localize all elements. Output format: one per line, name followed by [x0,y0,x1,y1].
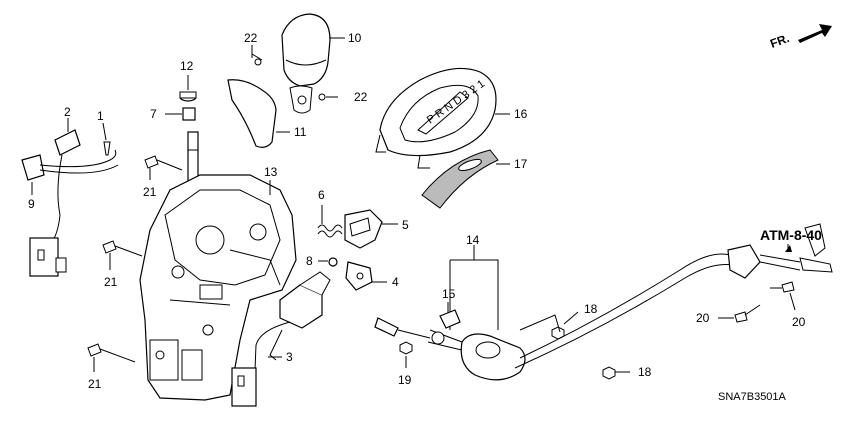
atm-reference-label: ATM-8-40 [760,227,822,243]
fr-label: FR. [768,31,791,51]
diagram-code: SNA7B3501A [718,391,787,403]
callout-5: 5 [402,218,409,232]
callout-18b: 18 [638,365,652,379]
part-6-spring [317,205,343,238]
harness-left [29,149,119,277]
part-19-nut [399,341,413,368]
part-3-solenoid [231,271,331,407]
callout-12: 12 [180,59,194,73]
callout-20b: 20 [792,315,806,329]
callout-2: 2 [64,105,71,119]
part-16-indicator-panel: P R N D 3 2 1 [375,67,510,169]
part-8-washer [318,257,338,267]
callout-1: 1 [97,109,104,123]
callout-18a: 18 [584,302,598,316]
part-13-shifter-housing [139,174,297,401]
callout-4: 4 [392,275,399,289]
front-direction-indicator: FR. [768,24,832,51]
part-2-sensor [54,118,81,156]
callout-13: 13 [264,165,278,179]
part-14-shift-cable [374,223,833,381]
callout-11: 11 [294,125,307,139]
callout-15: 15 [442,287,456,301]
callout-20a: 20 [696,311,710,325]
part-10-shift-knob [281,13,345,114]
callout-8: 8 [306,254,313,268]
callout-21a: 21 [143,185,157,199]
callout-16: 16 [514,107,528,121]
reference-callout: ATM-8-40 [760,227,822,252]
part-15-clip [439,309,461,329]
part-20-bolts [718,281,796,323]
part-18-nuts [519,311,630,380]
callout-17: 17 [514,157,528,171]
part-7-collar [165,107,196,121]
part-9-clip [21,154,45,195]
part-12-bushing [179,75,197,102]
part-5-bracket [344,209,398,249]
callout-22a: 22 [244,31,258,45]
callout-10: 10 [348,31,362,45]
part-11-boot [227,79,290,148]
callout-14: 14 [466,233,480,247]
callout-labels: 1 2 3 4 5 6 7 8 9 10 11 12 13 14 15 16 1… [28,31,806,391]
part-17-cover [421,149,510,209]
callout-7: 7 [150,107,157,121]
callout-21c: 21 [88,377,102,391]
callout-19: 19 [398,373,412,387]
callout-22b: 22 [354,90,368,104]
callout-21b: 21 [104,275,118,289]
fr-arrow-icon [798,24,832,43]
callout-9: 9 [28,197,35,211]
part-21-bolts [87,155,183,372]
part-22-screws [251,45,338,101]
callout-6: 6 [318,188,325,202]
callout-3: 3 [286,350,293,364]
part-4-lever [345,261,387,291]
part-1-screw [102,122,111,156]
